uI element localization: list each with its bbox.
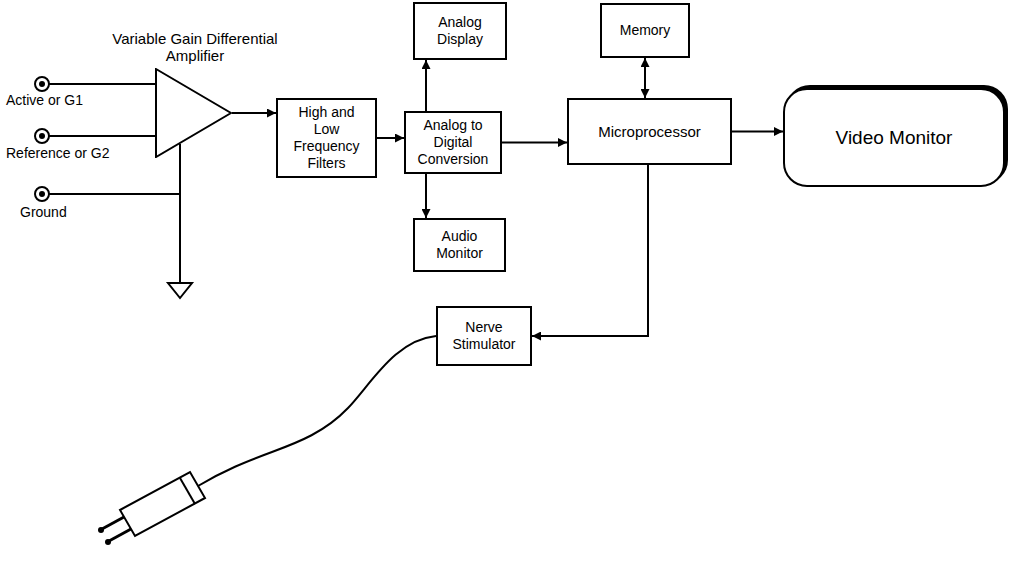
amplifier-outline	[155, 68, 232, 158]
prong-tip	[105, 539, 111, 545]
process-box: Memory	[600, 3, 690, 58]
box-label: High and Low Frequency Filters	[278, 100, 375, 176]
signal-arrow	[232, 112, 276, 114]
ground-wire	[49, 193, 180, 195]
input-jack	[35, 187, 49, 201]
box-label: Memory	[614, 18, 677, 43]
probe-prong	[102, 517, 124, 529]
box-label: Audio Monitor	[415, 224, 504, 266]
process-box: High and Low Frequency Filters	[276, 98, 377, 178]
probe-band	[180, 478, 195, 504]
stimulator-cable	[198, 336, 436, 486]
input-label: Reference or G2	[6, 145, 110, 162]
signal-arrow	[732, 131, 783, 133]
box-label: Analog to Digital Conversion	[406, 113, 500, 172]
box-label: Analog Display	[415, 10, 505, 52]
box-label: Microprocessor	[592, 119, 707, 145]
input-wire	[49, 83, 156, 85]
prong-tip	[98, 527, 104, 533]
amplifier-triangle: Variable Gain Differential Amplifier	[155, 68, 232, 158]
input-jack	[35, 77, 49, 91]
ground-wire	[179, 144, 181, 283]
process-box: Analog to Digital Conversion	[404, 111, 502, 174]
signal-arrow	[532, 165, 648, 336]
signal-arrow	[644, 58, 646, 98]
input-jack	[35, 129, 49, 143]
input-label: Active or G1	[6, 92, 83, 109]
process-box: Nerve Stimulator	[436, 306, 532, 366]
input-label: Ground	[20, 204, 67, 221]
jack-dot	[39, 133, 45, 139]
stimulator-probe	[120, 472, 205, 536]
monitor-box: Video Monitor	[783, 88, 1005, 187]
jack-dot	[39, 191, 45, 197]
process-box: Audio Monitor	[413, 218, 506, 272]
probe-prong	[109, 529, 131, 541]
amplifier-label: Variable Gain Differential Amplifier	[95, 30, 295, 64]
box-label: Video Monitor	[830, 123, 959, 153]
box-label: Nerve Stimulator	[438, 315, 530, 357]
process-box: Analog Display	[413, 2, 507, 60]
process-box: Microprocessor	[567, 98, 732, 165]
signal-arrow	[502, 142, 567, 144]
input-wire	[49, 135, 156, 137]
jack-dot	[39, 81, 45, 87]
ground-symbol	[168, 283, 192, 298]
